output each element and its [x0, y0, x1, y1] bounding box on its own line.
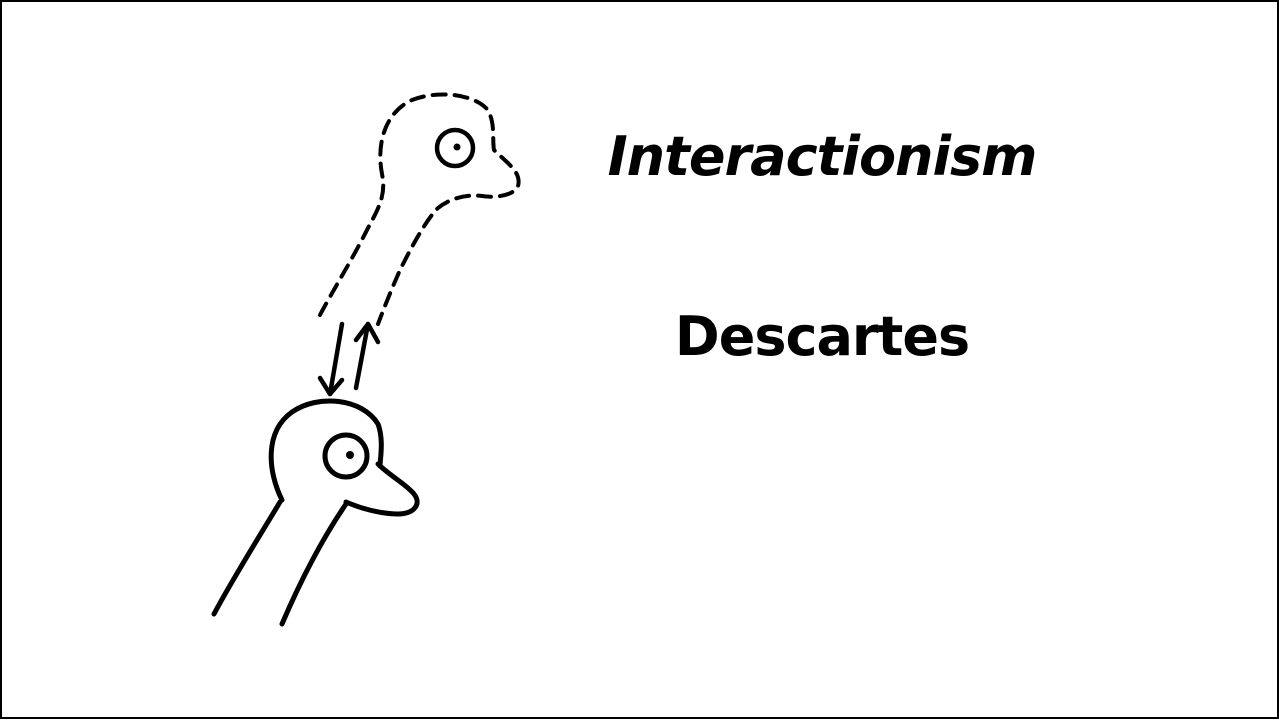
duck-mind-dashed-icon [320, 94, 519, 324]
slide-subtitle: Descartes [562, 304, 1082, 370]
arrow-down-icon [320, 324, 342, 394]
body-eye-icon [325, 435, 367, 477]
arrow-up-icon [356, 324, 378, 388]
duck-body-icon [214, 401, 417, 624]
slide-title: Interactionism [562, 124, 1082, 190]
mind-eye-icon [437, 130, 473, 166]
